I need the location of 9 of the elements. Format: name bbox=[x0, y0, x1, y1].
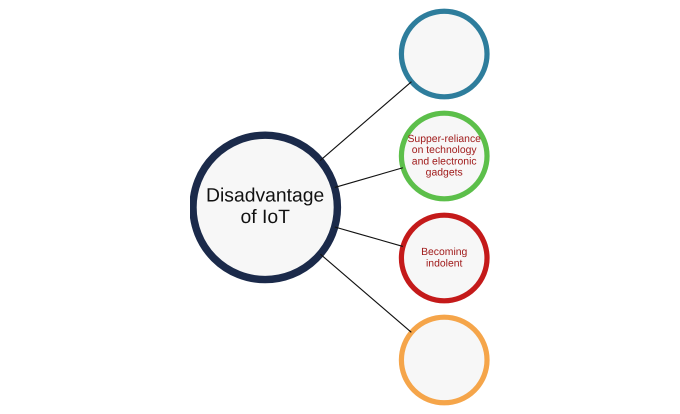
connector bbox=[334, 226, 403, 247]
connector bbox=[320, 254, 412, 333]
node-circle bbox=[398, 314, 490, 406]
node-circle: Disadvantage of IoT bbox=[190, 131, 342, 284]
node-circle bbox=[398, 8, 490, 100]
connector bbox=[320, 81, 412, 161]
connector bbox=[334, 167, 403, 188]
node-circle: Supper-reliance on technology and electronic gadgets bbox=[398, 110, 490, 202]
node-circle: Becoming indolent bbox=[398, 212, 490, 304]
